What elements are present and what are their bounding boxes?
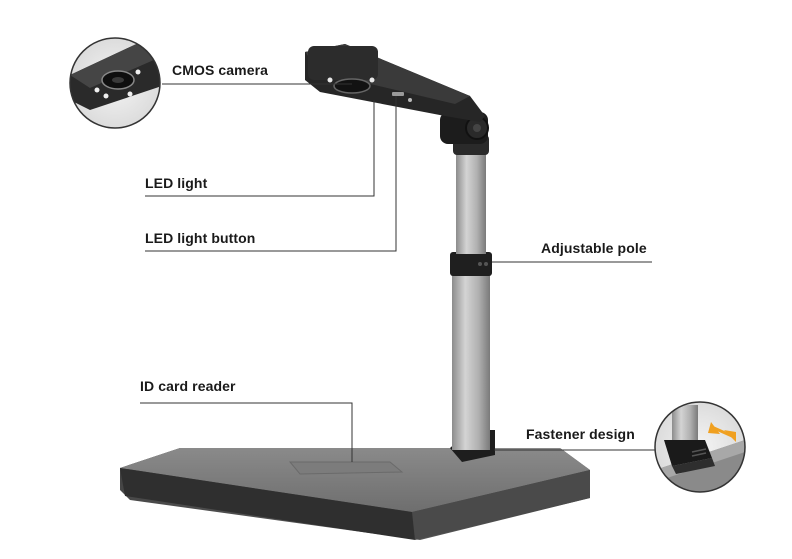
slide-arrow-icon — [708, 422, 736, 442]
pole — [450, 135, 495, 462]
base-plate — [120, 448, 590, 540]
camera-lens — [333, 78, 371, 94]
leader-led — [145, 100, 375, 197]
pole-clamp — [450, 252, 492, 276]
fastener-detail-inset — [654, 401, 746, 493]
led-button — [392, 92, 404, 96]
camera-arm — [305, 44, 489, 144]
label-cmos-camera: CMOS camera — [172, 62, 269, 78]
label-led-light: LED light — [145, 175, 208, 191]
label-fastener-design: Fastener design — [526, 426, 635, 442]
camera-detail-inset — [69, 37, 161, 129]
leader-lines — [140, 83, 655, 462]
label-adjustable-pole: Adjustable pole — [541, 240, 647, 256]
leader-led-button — [145, 96, 397, 252]
label-led-light-button: LED light button — [145, 230, 256, 246]
leader-card-reader — [140, 402, 353, 462]
label-id-card-reader: ID card reader — [140, 378, 236, 394]
card-reader-recess — [288, 461, 404, 475]
